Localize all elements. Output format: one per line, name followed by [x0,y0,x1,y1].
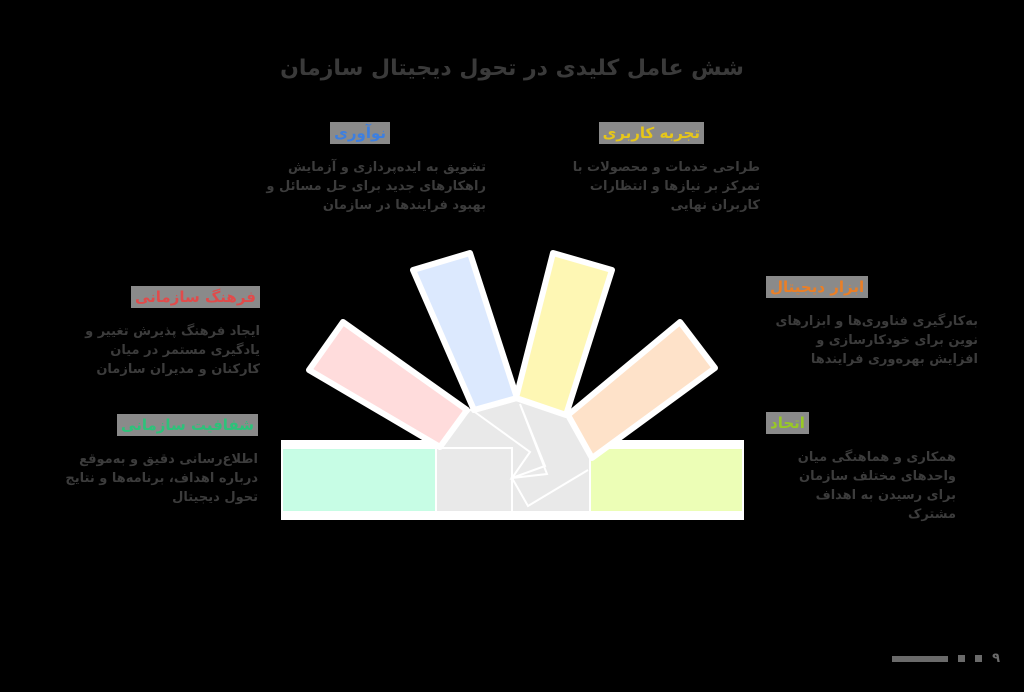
section-body: طراحی خدمات و محصولات با تمرکز بر نیازها… [572,160,760,213]
section-body: اطلاع‌رسانی دقیق و به‌موقع درباره اهداف،… [65,452,258,505]
section-body: به‌کارگیری فناوری‌ها و ابزارهای نوین برا… [775,314,978,367]
section-digital-tools: ابزار دیجیتال به‌کارگیری فناوری‌ها و ابز… [766,276,978,369]
section-user-experience: تجربه کاربری طراحی خدمات و محصولات با تم… [538,122,760,215]
pager-label-bar [892,655,949,662]
section-body: همکاری و هماهنگی میان واحدهای مختلف سازم… [797,450,956,522]
pager-dot [975,655,983,662]
pager-dot [958,655,966,662]
section-body: تشویق به ایده‌پردازی و آزمایش راهکارهای … [266,160,486,213]
section-innovation: نوآوری تشویق به ایده‌پردازی و آزمایش راه… [250,122,486,215]
slide-title: شش عامل کلیدی در تحول دیجیتال سازمان [280,56,744,81]
bar-organizational-culture [306,319,470,450]
hub-square [435,447,513,513]
slide-pager: ۹ [892,651,1000,666]
section-heading: نوآوری [330,122,390,144]
bar-transparency [283,449,435,511]
section-heading: اتحاد [766,412,809,434]
bar-unity [591,449,742,511]
hub-folds [471,403,589,508]
section-heading: شفافیت سازمانی [117,414,258,436]
section-heading: فرهنگ سازمانی [130,286,260,308]
section-organizational-culture: فرهنگ سازمانی ایجاد فرهنگ پذیرش تغییر و … [64,286,260,379]
section-heading: تجربه کاربری [598,122,704,144]
section-heading: ابزار دیجیتال [766,276,869,298]
page-number: ۹ [992,651,1000,666]
section-unity: اتحاد همکاری و هماهنگی میان واحدهای مختل… [766,412,956,524]
bar-digital-tools [565,319,718,461]
section-body: ایجاد فرهنگ پذیرش تغییر و یادگیری مستمر … [85,324,260,377]
section-transparency: شفافیت سازمانی اطلاع‌رسانی دقیق و به‌موق… [62,414,258,507]
